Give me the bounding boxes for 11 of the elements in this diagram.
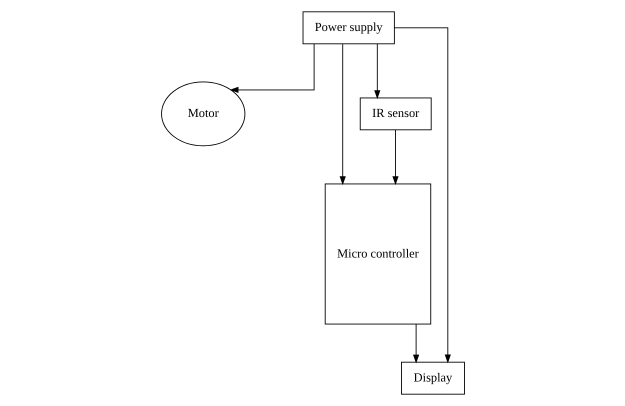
node-box: IR sensor: [359, 97, 432, 130]
arrow: [229, 43, 314, 94]
arrow: [374, 44, 380, 100]
arrow: [394, 27, 450, 364]
node-box: Micro controller: [324, 183, 431, 325]
arrow: [339, 44, 346, 186]
arrow: [412, 324, 419, 364]
node-box: Power supply: [302, 11, 394, 44]
node-ellipse: Motor: [160, 81, 245, 146]
node-box: Display: [400, 362, 464, 395]
arrow: [392, 129, 398, 186]
